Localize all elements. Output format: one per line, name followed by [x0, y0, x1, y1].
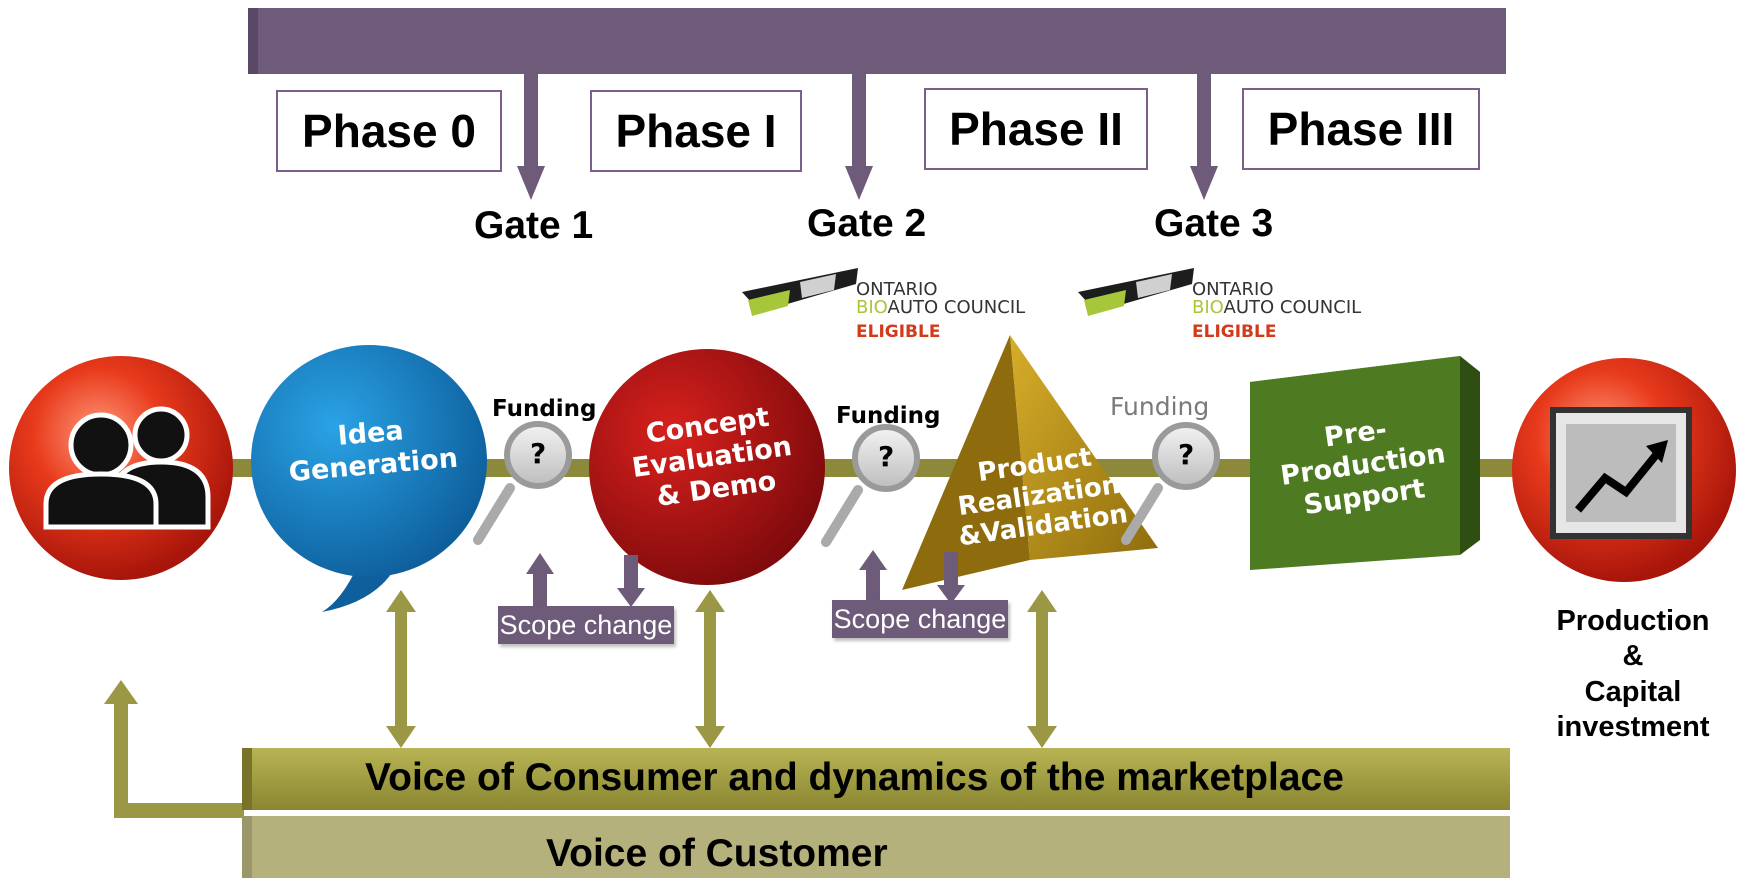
funding-label-2: Funding	[836, 403, 941, 429]
feedback-arrows	[386, 590, 1057, 748]
funding-label-3: Funding	[1110, 392, 1210, 421]
product-realization-pyramid	[902, 335, 1158, 590]
logo-1-eligible: ELIGIBLE	[856, 322, 941, 342]
scope-change-arrows	[526, 550, 965, 608]
production-line-4: investment	[1556, 711, 1710, 744]
funding-question-2: ?	[878, 440, 895, 473]
magnifier-icon-2	[821, 424, 920, 547]
phase-0-box: Phase 0	[276, 90, 502, 172]
gate-1-arrow	[517, 74, 545, 200]
top-timeline-bar	[248, 8, 1506, 74]
funding-question-1: ?	[530, 437, 547, 470]
growth-chart-icon	[1550, 407, 1692, 539]
logo-1-auto-council: AUTO COUNCIL	[887, 297, 1026, 318]
scope-change-box-1: Scope change	[498, 606, 674, 644]
preproduction-box	[1250, 356, 1480, 570]
production-line-2: &	[1622, 640, 1644, 673]
people-circle	[9, 356, 233, 580]
funding-question-3: ?	[1178, 438, 1195, 471]
gate-1-label: Gate 1	[474, 204, 594, 247]
phase-3-box: Phase III	[1242, 88, 1480, 170]
logo-1-ontario: ONTARIO	[856, 279, 938, 300]
magnifier-icon-1	[473, 421, 572, 545]
customer-bar-text: Voice of Customer	[546, 832, 888, 875]
production-line-3: Capital	[1584, 675, 1682, 708]
logo-2-council: BIOAUTO COUNCIL	[1192, 297, 1361, 318]
consumer-bar	[242, 748, 1510, 810]
logo-1-council: BIOAUTO COUNCIL	[856, 297, 1025, 318]
logo-2-ontario: ONTARIO	[1192, 279, 1274, 300]
production-capital-text: Production & Capital investment	[1538, 604, 1728, 746]
magnifier-icon-3	[1121, 422, 1220, 545]
idea-generation-bubble	[251, 345, 487, 612]
gate-arrows	[517, 74, 1218, 200]
customer-bar	[242, 816, 1510, 878]
logo-2-eligible: ELIGIBLE	[1192, 322, 1277, 342]
bioauto-logo-flag-2	[1078, 268, 1194, 316]
consumer-bar-text: Voice of Consumer and dynamics of the ma…	[365, 756, 1344, 799]
concept-evaluation-circle	[589, 349, 825, 585]
gate-3-arrow	[1190, 74, 1218, 200]
production-line-1: Production	[1556, 605, 1710, 637]
scope-change-box-2: Scope change	[832, 600, 1008, 638]
logo-2-auto-council: AUTO COUNCIL	[1223, 297, 1362, 318]
return-arrow	[104, 680, 244, 818]
logo-1-bio: BIO	[856, 297, 888, 318]
gate-2-arrow	[845, 74, 873, 200]
people-icon	[43, 406, 211, 530]
phase-2-box: Phase II	[924, 88, 1148, 170]
phase-1-box: Phase I	[590, 90, 802, 172]
logo-2-bio: BIO	[1192, 297, 1224, 318]
gate-3-label: Gate 3	[1154, 202, 1274, 245]
production-circle	[1512, 358, 1736, 582]
bioauto-logo-flag-1	[742, 268, 858, 316]
funding-label-1: Funding	[492, 396, 597, 422]
gate-2-label: Gate 2	[807, 202, 927, 245]
